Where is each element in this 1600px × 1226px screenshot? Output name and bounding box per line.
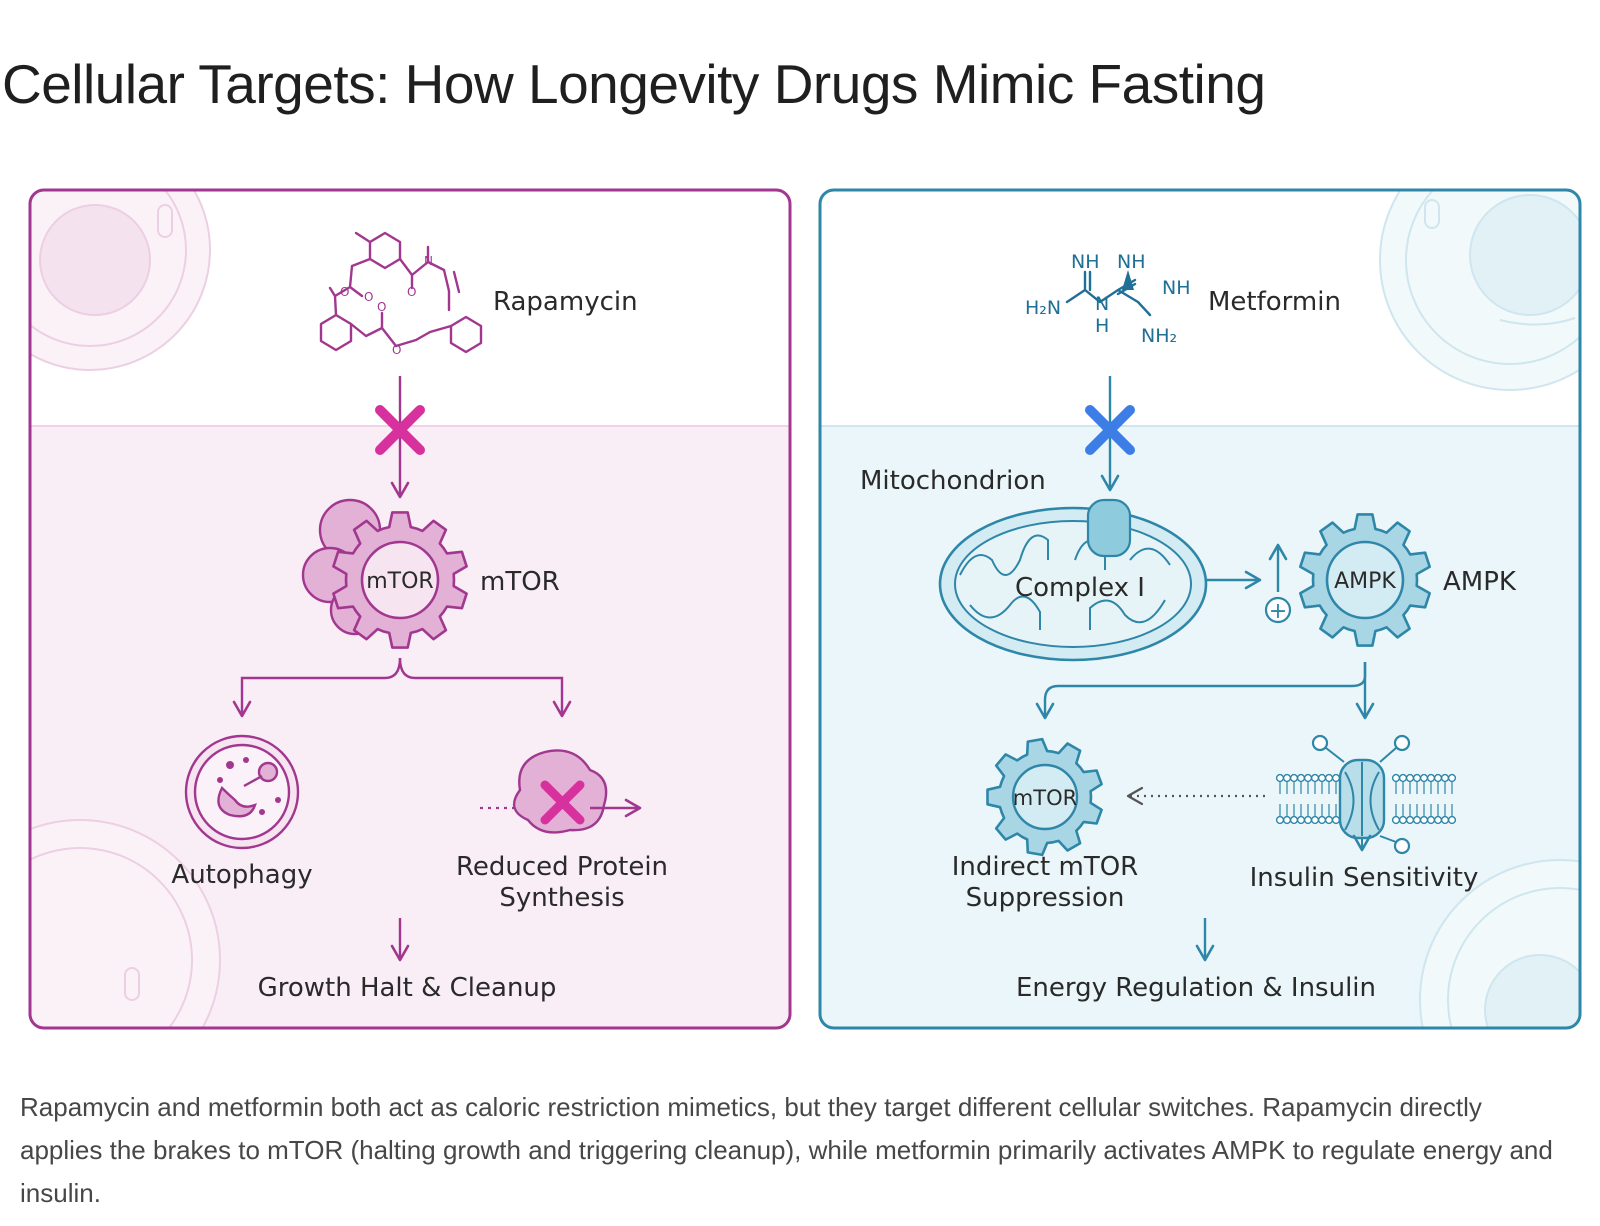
reduced-protein-label-line1: Reduced Protein: [456, 852, 668, 882]
lipid-head: [1317, 773, 1327, 783]
chem-atom-h: H: [1095, 315, 1109, 337]
lipid-head: [1391, 773, 1401, 783]
lipid-head: [1282, 815, 1292, 825]
energy-regulation-label: Energy Regulation & Insulin: [1016, 973, 1376, 1003]
insulin-sensitivity-label: Insulin Sensitivity: [1250, 863, 1479, 893]
longevity-diagram: N O O O O O Rapamycin mTOR mTOR: [28, 188, 1582, 1030]
lipid-head: [1303, 815, 1313, 825]
chem-group-nh: NH: [1117, 251, 1146, 273]
lipid-head: [1426, 815, 1436, 825]
lipid-head: [1275, 815, 1285, 825]
activation-plus-symbol: +: [1269, 599, 1287, 624]
lipid-head: [1275, 773, 1285, 783]
chem-atom-n: N: [424, 254, 433, 268]
lipid-head: [1440, 815, 1450, 825]
lipid-head: [1426, 773, 1436, 783]
rapamycin-molecule-icon: [319, 231, 483, 354]
lipid-head: [1324, 815, 1334, 825]
mtor-gear-label: mTOR: [366, 569, 433, 594]
ampk-gear-label: AMPK: [1334, 569, 1396, 594]
metformin-panel-border: [818, 188, 1582, 1030]
chem-atom-o: O: [407, 285, 416, 299]
metformin-label: Metformin: [1208, 287, 1341, 317]
lipid-head: [1331, 773, 1341, 783]
lipid-head: [1310, 773, 1320, 783]
branch-connector: [398, 657, 572, 718]
lipid-head: [1405, 815, 1415, 825]
growth-halt-label: Growth Halt & Cleanup: [258, 973, 557, 1003]
indirect-mtor-gear-label: mTOR: [1013, 786, 1077, 810]
mitochondrion-icon: [938, 498, 1208, 662]
metformin-molecule-icon: [1065, 270, 1152, 317]
lipid-head: [1282, 773, 1292, 783]
lipid-head: [1412, 815, 1422, 825]
autophagy-label: Autophagy: [171, 860, 312, 890]
indirect-mtor-label-line1: Indirect mTOR: [952, 852, 1138, 882]
autophagy-icon: [184, 734, 300, 850]
page-title: Cellular Targets: How Longevity Drugs Mi…: [2, 53, 1266, 115]
lipid-head: [1433, 815, 1443, 825]
lipid-head: [1447, 815, 1457, 825]
mtor-label: mTOR: [480, 567, 560, 597]
chem-atom-o: O: [340, 285, 349, 299]
rapamycin-label: Rapamycin: [493, 287, 638, 317]
lipid-head: [1317, 815, 1327, 825]
lipid-head: [1303, 773, 1313, 783]
lipid-head: [1310, 815, 1320, 825]
lipid-head: [1324, 773, 1334, 783]
lipid-head: [1412, 773, 1422, 783]
complex-i-label: Complex I: [1015, 573, 1145, 603]
chem-group-h2n: H₂N: [1025, 297, 1061, 319]
mitochondrion-label: Mitochondrion: [860, 466, 1046, 496]
chem-group-nh2: NH₂: [1141, 325, 1177, 347]
chem-atom-n: N: [1095, 293, 1109, 315]
chem-group-nh: NH: [1071, 251, 1100, 273]
chem-atom-o: O: [364, 290, 373, 304]
lipid-head: [1331, 815, 1341, 825]
plus-icon: [1264, 596, 1292, 624]
lipid-head: [1419, 773, 1429, 783]
lipid-head: [1419, 815, 1429, 825]
inhibit-x-icon: [375, 405, 425, 455]
lipid-head: [1433, 773, 1443, 783]
rapamycin-panel-border: [28, 188, 792, 1030]
background-cell-decor: [30, 190, 221, 1028]
protein-synthesis-icon: [480, 749, 642, 834]
figure-caption: Rapamycin and metformin both act as calo…: [20, 1092, 1553, 1208]
reduced-protein-label-line2: Synthesis: [499, 883, 624, 913]
lipid-head: [1296, 773, 1306, 783]
lipid-head: [1391, 815, 1401, 825]
ampk-label: AMPK: [1443, 567, 1517, 597]
lipid-head: [1289, 815, 1299, 825]
rapamycin-panel: N O O O O O Rapamycin mTOR mTOR: [28, 188, 792, 1030]
branch-connector: [232, 657, 402, 718]
insulin-receptor-icon: [1275, 734, 1457, 855]
lipid-head: [1440, 773, 1450, 783]
inhibit-x-icon: [1085, 405, 1135, 455]
lipid-head: [1289, 773, 1299, 783]
mtor-complex-icon: [301, 498, 468, 649]
indirect-mtor-label-line2: Suppression: [966, 883, 1125, 913]
lipid-head: [1405, 773, 1415, 783]
metformin-panel: NH NH NH H₂N N H NH₂ Metformin Mitochond…: [818, 188, 1582, 1030]
chem-group-nh: NH: [1162, 277, 1191, 299]
chem-atom-o: O: [392, 343, 401, 357]
lipid-head: [1398, 773, 1408, 783]
chem-atom-o: O: [377, 300, 386, 314]
lipid-head: [1296, 815, 1306, 825]
lipid-head: [1398, 815, 1408, 825]
lipid-head: [1447, 773, 1457, 783]
